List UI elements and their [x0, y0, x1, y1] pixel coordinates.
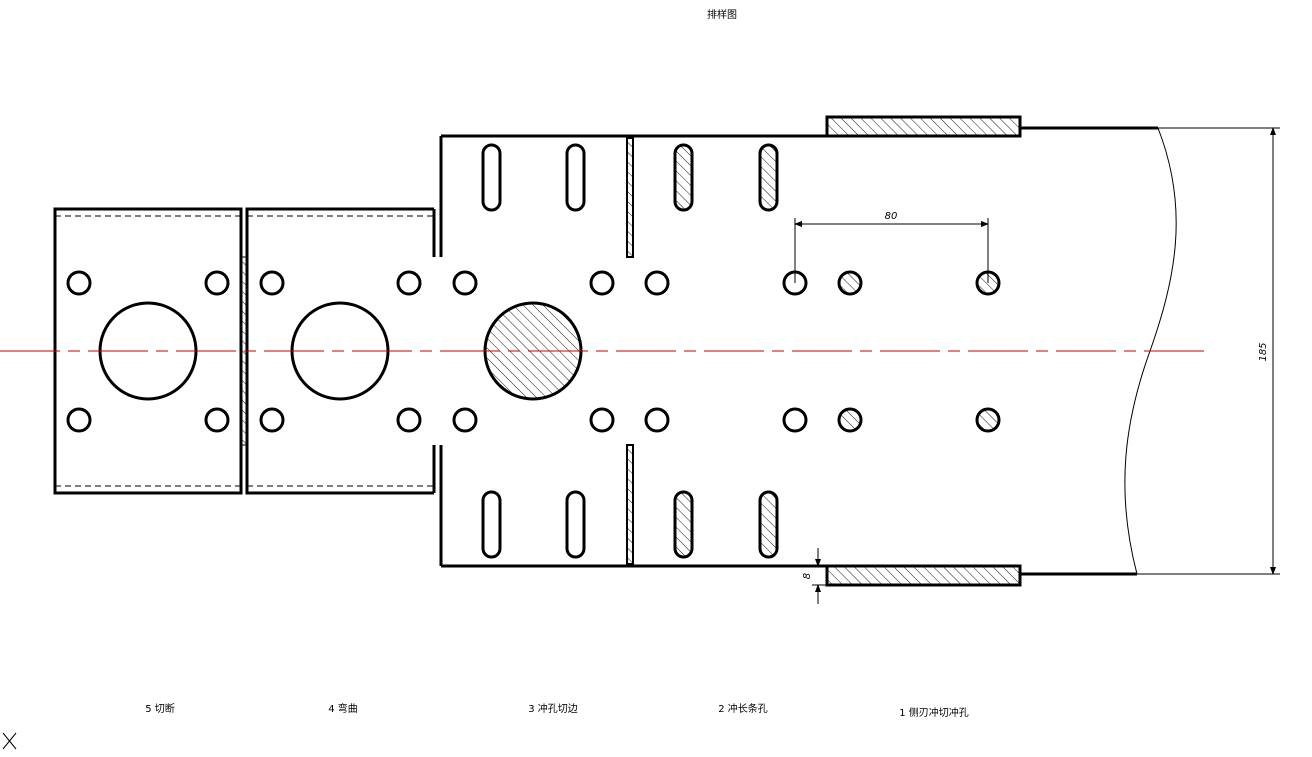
station-label-1: 1 侧刃冲切冲孔	[899, 706, 969, 719]
width-dimension: 185	[1137, 127, 1280, 575]
side-cut-top	[825, 115, 1022, 138]
width-dimension-text: 185	[1258, 342, 1269, 361]
strip-outline	[439, 126, 1177, 576]
side-cut-bottom	[825, 564, 1022, 587]
station-2-features	[644, 143, 808, 559]
pitch-dimension: 80	[794, 211, 989, 283]
notch-slot-top	[626, 137, 634, 258]
station-label-2: 2 冲长条孔	[718, 702, 768, 715]
sidecut-dimension: 8	[802, 548, 827, 604]
station-1-features	[837, 270, 1001, 433]
pitch-dimension-text: 80	[885, 211, 898, 222]
sidecut-dimension-text: 8	[802, 573, 813, 579]
drawing-title: 排样图	[707, 8, 737, 21]
station-label-3: 3 冲孔切边	[528, 702, 578, 715]
station-label-4: 4 弯曲	[328, 702, 358, 715]
station-label-5: 5 切断	[145, 702, 175, 715]
notch-slot-bottom	[626, 444, 634, 565]
ucs-cross-icon	[2, 732, 17, 750]
